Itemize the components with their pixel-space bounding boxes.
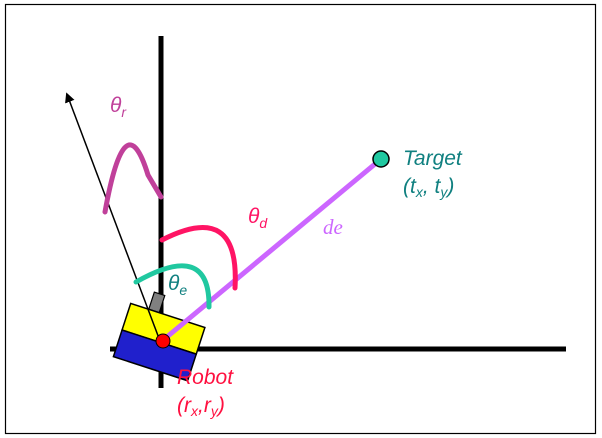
- heading-arrow: [65, 92, 161, 342]
- diagram-border: [4, 3, 597, 435]
- theta-r-arc: [102, 142, 164, 215]
- robot-coords-label: (rx,ry): [177, 394, 225, 419]
- theta-e-arc: [133, 263, 212, 310]
- de-line: [160, 157, 383, 343]
- theta-r-label: θr: [110, 94, 127, 120]
- robot-label: Robot: [177, 366, 234, 389]
- target-point: [372, 150, 390, 168]
- target-label: Target: [403, 147, 463, 170]
- theta-d-label: θd: [248, 205, 268, 231]
- de-label: de: [323, 215, 343, 239]
- theta-d-arc: [159, 225, 238, 291]
- target-coords-label: (tx, ty): [403, 175, 454, 200]
- robot-body: [112, 291, 206, 382]
- robot-point: [155, 333, 171, 349]
- theta-e-label: θe: [168, 272, 187, 298]
